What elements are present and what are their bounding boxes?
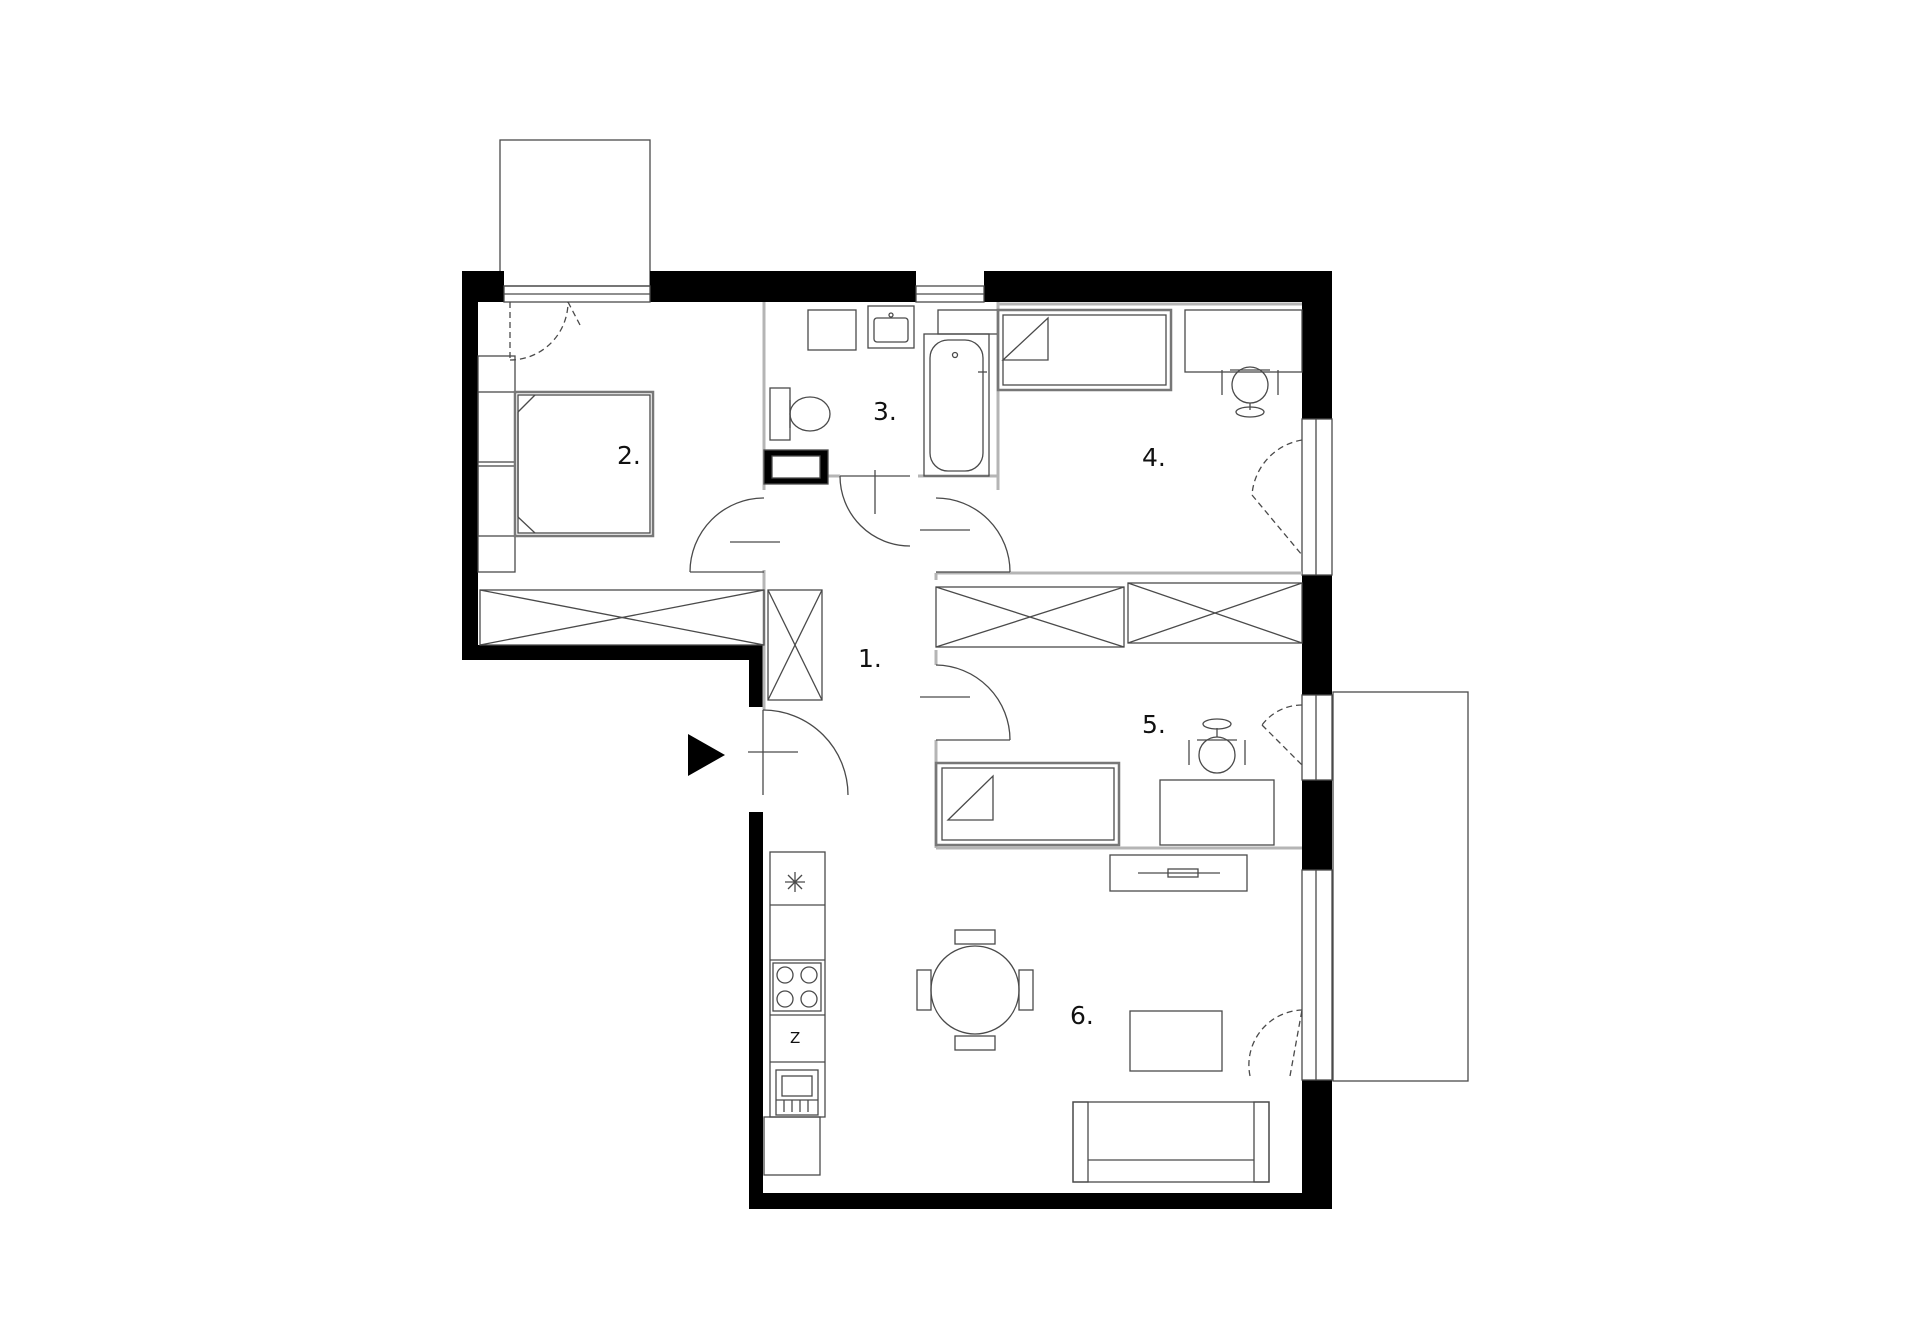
room-label-4: 4. xyxy=(1142,443,1166,472)
exterior-walls xyxy=(462,271,1332,1209)
bed-icon xyxy=(996,308,1173,392)
fridge-label: Z xyxy=(790,1029,800,1047)
bed-icon xyxy=(513,390,655,538)
room-hall xyxy=(767,589,823,701)
room-label-bedroom: 2. xyxy=(617,441,641,470)
room-living xyxy=(763,851,1270,1183)
fan-icon xyxy=(785,872,805,892)
sofa-icon xyxy=(1072,1101,1270,1183)
room-5 xyxy=(934,718,1275,847)
chair-icon xyxy=(1188,718,1246,774)
room-label-hall: 1. xyxy=(858,644,882,673)
sink-icon xyxy=(775,1069,819,1116)
entrance-arrow-icon xyxy=(688,734,725,776)
table-icon xyxy=(1184,309,1303,373)
windows xyxy=(503,285,1333,1081)
table-icon xyxy=(1159,779,1275,846)
hob-icon xyxy=(772,962,822,1012)
table-icon xyxy=(1129,1010,1223,1072)
room-label-living: 6. xyxy=(1070,1001,1094,1030)
room-bathroom xyxy=(763,305,999,485)
room-4 xyxy=(935,308,1303,648)
chair-icon xyxy=(1221,366,1279,418)
doors xyxy=(509,301,1303,1077)
room-bedroom xyxy=(477,355,765,646)
entrance-door-swing xyxy=(762,709,849,796)
room-label-5: 5. xyxy=(1142,710,1166,739)
balcony-right xyxy=(1332,691,1469,1082)
room-label-bathroom: 3. xyxy=(873,397,897,426)
bed-icon xyxy=(934,761,1121,847)
table-icon xyxy=(916,929,1034,1051)
toilet-icon xyxy=(769,387,831,441)
sink-icon xyxy=(867,305,915,349)
